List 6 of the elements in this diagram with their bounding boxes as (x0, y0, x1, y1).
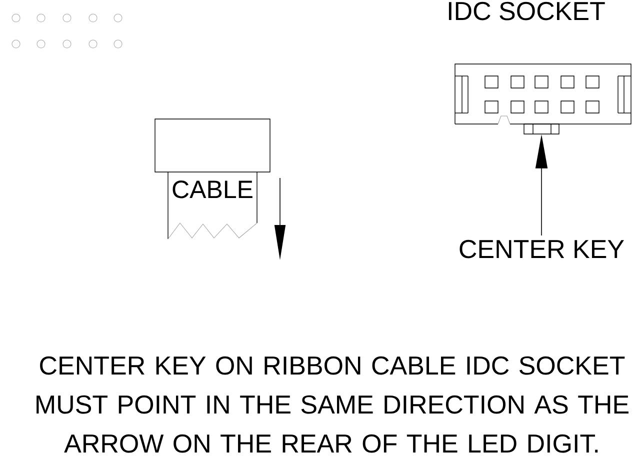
connector-housing (154, 118, 270, 172)
center-key (524, 124, 560, 134)
ribbon-cable: CABLE (168, 172, 258, 240)
note-text: CENTER KEY ON RIBBON CABLE IDC SOCKET MUST POINT IN THE SAME DIRECTION AS THE ARROW ON THE REAR OF THE LED DIGIT. (36, 356, 628, 453)
socket-label: IDC SOCKET (448, 2, 605, 20)
callout-label: CENTER KEY (460, 240, 624, 258)
